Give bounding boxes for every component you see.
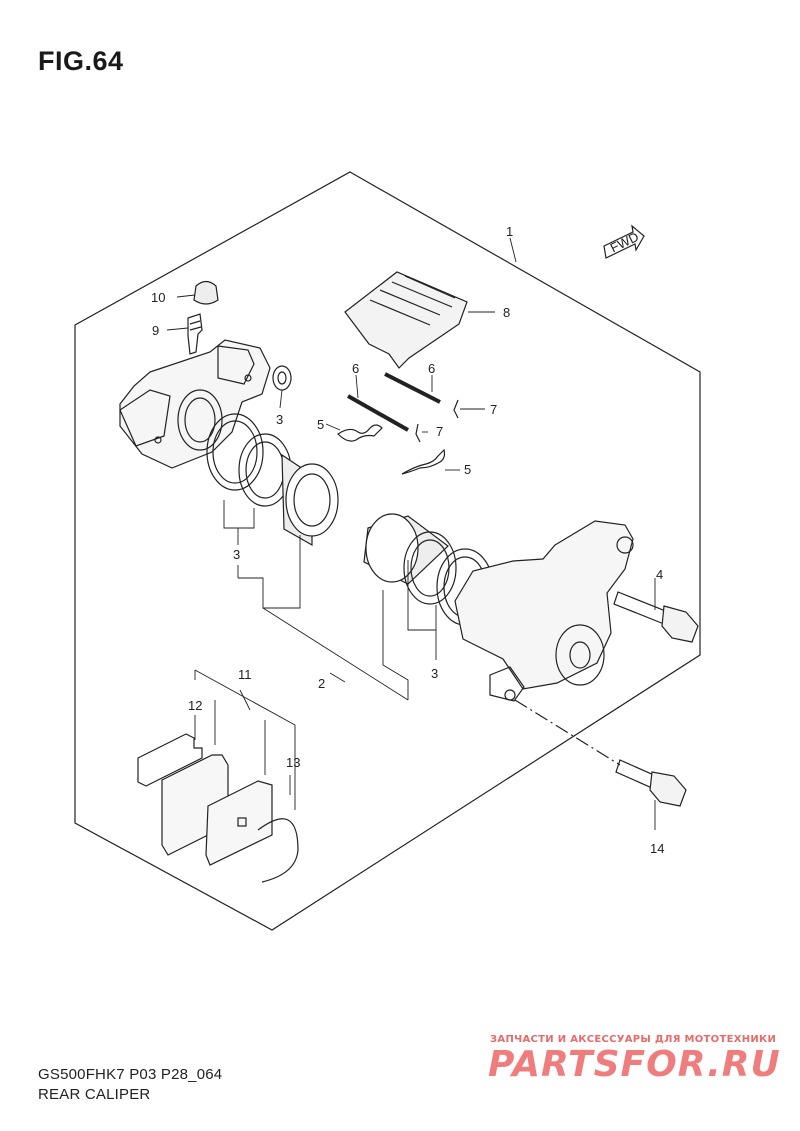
callout-1: 1: [506, 224, 513, 239]
bleeder-valve-part: [187, 313, 203, 355]
diagram-name: REAR CALIPER: [38, 1086, 151, 1103]
callout-5a: 5: [317, 417, 324, 432]
callout-4: 4: [656, 567, 663, 582]
callout-9: 9: [152, 323, 159, 338]
bleeder-cap-part: [193, 280, 219, 305]
piston-left: [281, 453, 339, 547]
callout-2: 2: [318, 676, 325, 691]
pad-pin-part: [347, 372, 441, 432]
piston-right: [363, 513, 449, 585]
washer-part: [272, 365, 292, 391]
callout-8: 8: [503, 305, 510, 320]
callout-3c: 3: [431, 666, 438, 681]
callout-5b: 5: [464, 462, 471, 477]
fwd-arrow-icon: [603, 224, 645, 259]
pad-insulator-part: [257, 818, 299, 883]
pad-spring-part: [344, 271, 468, 369]
callout-6a: 6: [352, 361, 359, 376]
pin-clip-part: [415, 399, 459, 443]
assembly-boundary-box: [74, 171, 701, 931]
figure-title: FIG.64: [38, 46, 124, 76]
diagram-code: GS500FHK7 P03 P28_064: [38, 1066, 223, 1083]
watermark-logo: PARTSFOR.RU: [488, 1044, 781, 1085]
pad-shim-part: [137, 733, 203, 787]
callout-6b: 6: [428, 361, 435, 376]
alignment-line: [514, 699, 621, 766]
callout-11: 11: [238, 667, 252, 682]
callout-14: 14: [650, 841, 664, 856]
caliper-bracket-part: [454, 520, 634, 702]
bracket-bolt-part: [615, 759, 687, 807]
callout-13: 13: [286, 755, 300, 770]
callout-10: 10: [151, 290, 165, 305]
pad-retainer-spring-part: [337, 424, 446, 475]
brake-pad-part: [161, 754, 273, 866]
callout-12: 12: [188, 698, 202, 713]
watermark-tagline: ЗАПЧАСТИ И АКСЕССУАРЫ ДЛЯ МОТОТЕХНИКИ: [490, 1034, 777, 1045]
fwd-label: FWD: [608, 229, 641, 255]
caliper-housing-part: [119, 339, 271, 469]
mounting-bolt-part: [613, 591, 699, 643]
callout-3b: 3: [233, 547, 240, 562]
callout-7b: 7: [436, 424, 443, 439]
callout-7a: 7: [490, 402, 497, 417]
leader-lines: [166, 237, 656, 830]
piston-seal-left: [206, 413, 264, 491]
callout-3a: 3: [276, 412, 283, 427]
